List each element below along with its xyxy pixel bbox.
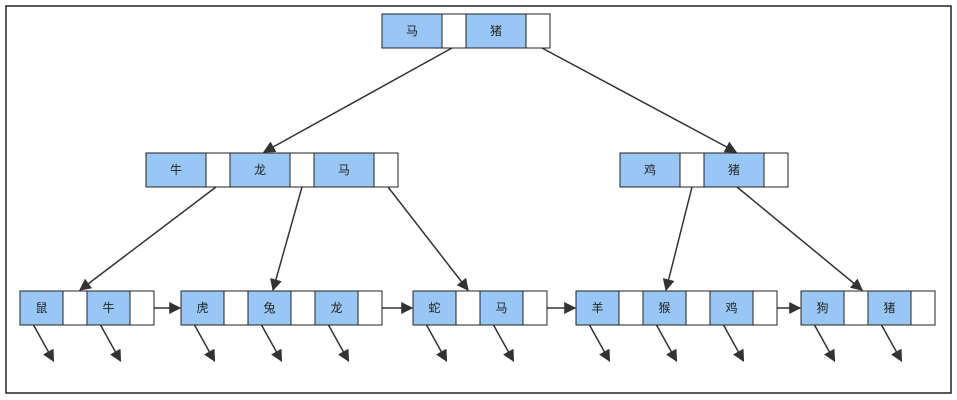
key-cell	[86, 290, 131, 326]
tree-edge	[262, 47, 453, 153]
key-cell	[19, 290, 64, 326]
record-pointer-arrow	[425, 324, 448, 363]
record-pointer-arrow	[880, 324, 903, 363]
key-cell	[575, 290, 620, 326]
tree-node-leaf-2: 虎兔龙	[180, 290, 383, 326]
key-cell	[619, 152, 681, 188]
key-label: 兔	[263, 300, 275, 315]
key-label: 鼠	[35, 301, 47, 315]
key-label: 龙	[254, 163, 266, 177]
key-label: 猪	[490, 24, 502, 38]
record-pointer-arrow	[813, 324, 836, 363]
pointer-cell	[373, 152, 399, 188]
pointer-cell	[289, 152, 315, 188]
pointer-cell	[763, 152, 789, 188]
nodes-layer: 马猪牛龙马鸡猪鼠牛虎兔龙蛇马羊猴鸡狗猪	[19, 13, 936, 326]
tree-node-leaf-1: 鼠牛	[19, 290, 155, 326]
key-label: 马	[406, 24, 418, 38]
key-label: 虎	[196, 301, 208, 315]
key-label: 马	[495, 301, 507, 315]
record-pointer-arrow	[193, 324, 216, 363]
key-cell	[479, 290, 524, 326]
key-label: 牛	[102, 300, 114, 315]
key-cell	[313, 152, 375, 188]
pointer-cell	[357, 290, 383, 326]
pointer-cell	[679, 152, 705, 188]
pointer-cell	[685, 290, 711, 326]
key-label: 牛	[170, 162, 182, 177]
key-label: 鸡	[725, 300, 737, 315]
key-label: 鸡	[644, 162, 656, 177]
record-pointer-arrow	[260, 324, 283, 363]
pointer-cell	[290, 290, 316, 326]
tree-node-leaf-3: 蛇马	[412, 290, 548, 326]
key-label: 龙	[330, 301, 342, 315]
key-cell	[381, 13, 443, 49]
pointer-cell	[455, 290, 481, 326]
key-label: 狗	[816, 301, 828, 315]
tree-node-internal-right: 鸡猪	[619, 152, 789, 188]
pointer-cell	[129, 290, 155, 326]
record-pointer-arrow	[722, 324, 745, 363]
edges-layer	[32, 47, 903, 363]
key-cell	[247, 290, 292, 326]
key-cell	[867, 290, 912, 326]
tree-node-leaf-4: 羊猴鸡	[575, 290, 778, 326]
diagram-frame	[5, 5, 952, 394]
key-cell	[703, 152, 765, 188]
pointer-cell	[441, 13, 467, 49]
key-label: 蛇	[428, 300, 440, 315]
pointer-cell	[618, 290, 644, 326]
record-pointer-arrow	[655, 324, 678, 363]
record-pointer-arrow	[588, 324, 611, 363]
tree-edge	[541, 47, 738, 153]
key-label: 马	[338, 163, 350, 177]
tree-edge	[270, 186, 303, 292]
tree-node-root: 马猪	[381, 13, 551, 49]
tree-node-internal-left: 牛龙马	[145, 152, 399, 188]
record-pointer-arrow	[99, 324, 122, 363]
key-label: 羊	[591, 300, 603, 315]
record-pointer-arrow	[327, 324, 350, 363]
pointer-cell	[752, 290, 778, 326]
tree-edge	[662, 186, 693, 292]
key-label: 猪	[728, 163, 740, 177]
pointer-cell	[62, 290, 88, 326]
record-pointer-arrow	[32, 324, 55, 363]
key-cell	[412, 290, 457, 326]
key-cell	[145, 152, 207, 188]
key-label: 猴	[658, 301, 670, 315]
tree-edge	[387, 186, 469, 291]
tree-node-leaf-5: 狗猪	[800, 290, 936, 326]
key-cell	[800, 290, 845, 326]
pointer-cell	[910, 290, 936, 326]
pointer-cell	[843, 290, 869, 326]
pointer-cell	[525, 13, 551, 49]
tree-edge	[736, 186, 863, 291]
key-cell	[709, 290, 754, 326]
pointer-cell	[223, 290, 249, 326]
key-cell	[314, 290, 359, 326]
key-cell	[642, 290, 687, 326]
tree-edge	[79, 186, 217, 291]
key-cell	[465, 13, 527, 49]
pointer-cell	[522, 290, 548, 326]
key-label: 猪	[883, 301, 895, 315]
record-pointer-arrow	[492, 324, 515, 363]
pointer-cell	[205, 152, 231, 188]
